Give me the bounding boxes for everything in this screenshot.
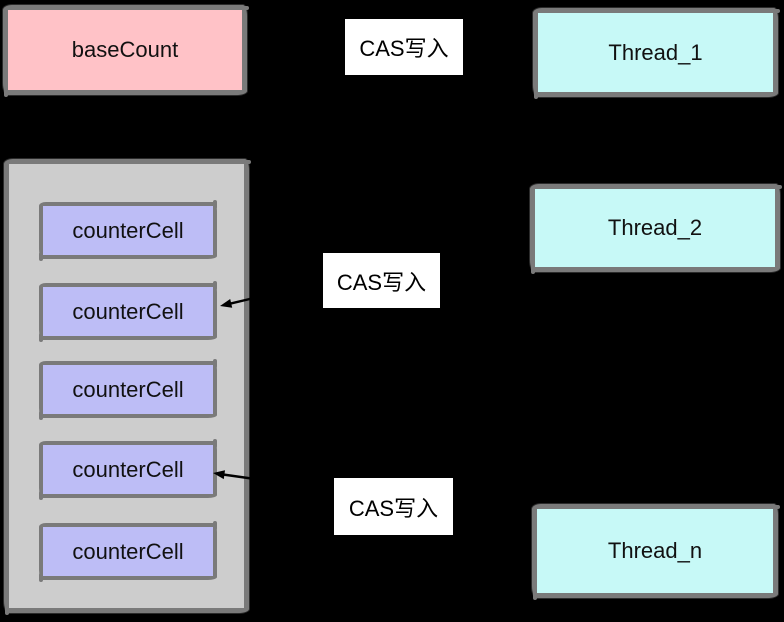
counter-cell-1-label: counterCell (72, 217, 184, 243)
counter-cell-3: counterCell (39, 359, 217, 420)
thread-n-box: Thread_n (532, 504, 780, 600)
counter-cell-4-label: counterCell (72, 456, 184, 482)
counter-cell-container: counterCell counterCell counterCell coun… (4, 159, 251, 615)
base-count-box: baseCount (3, 5, 249, 97)
base-count-label: baseCount (71, 37, 179, 62)
thread-1-box: Thread_1 (533, 8, 780, 99)
cas-write-text-1: CAS写入 (359, 36, 449, 61)
arrow-to-counter-cell-4-icon (213, 470, 263, 482)
cas-write-text-3: CAS写入 (348, 495, 439, 521)
counter-cell-2-label: counterCell (72, 298, 184, 324)
cas-write-label-2: CAS写入 (323, 253, 440, 308)
cas-write-label-3: CAS写入 (334, 478, 453, 535)
counter-cell-4: counterCell (39, 439, 217, 500)
thread-1-label: Thread_1 (608, 39, 703, 65)
counter-cell-5-label: counterCell (72, 538, 184, 564)
cas-write-label-1: CAS写入 (345, 19, 463, 75)
thread-n-label: Thread_n (607, 538, 703, 563)
arrow-to-counter-cell-2-icon (220, 296, 255, 308)
counter-cell-1: counterCell (39, 200, 217, 261)
cas-write-text-2: CAS写入 (336, 269, 427, 295)
counter-cell-3-label: counterCell (72, 376, 184, 402)
counter-cell-5: counterCell (39, 521, 217, 582)
thread-2-box: Thread_2 (530, 184, 782, 274)
thread-2-label: Thread_2 (607, 215, 703, 240)
counter-cell-2: counterCell (39, 281, 217, 342)
